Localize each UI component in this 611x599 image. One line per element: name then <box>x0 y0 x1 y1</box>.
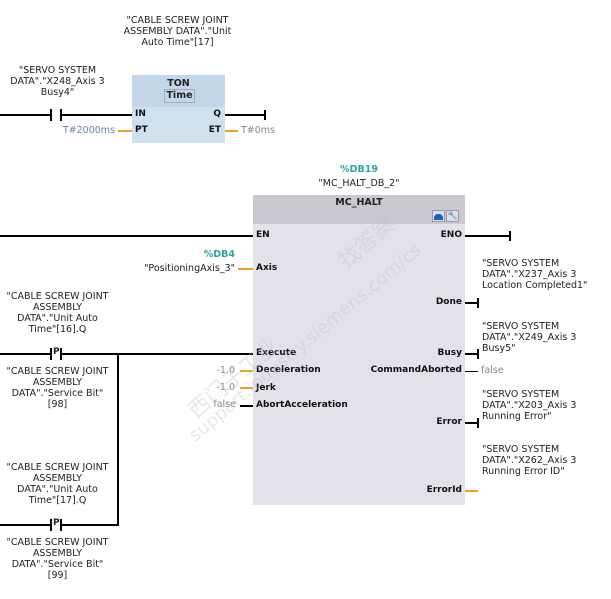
param-wire <box>240 387 253 389</box>
rung-wire <box>0 524 50 526</box>
edge-label: P <box>53 347 60 357</box>
param-wire <box>240 370 253 372</box>
ton-type-selector[interactable]: Time <box>164 89 195 103</box>
pin-axis: Axis <box>256 263 278 273</box>
no-contact[interactable] <box>50 109 62 121</box>
rung-wire <box>0 114 50 116</box>
abort-acceleration-value[interactable]: false <box>213 399 236 410</box>
execute-wire <box>62 353 253 355</box>
wire-end <box>509 231 511 241</box>
contact-tag-label: "SERVO SYSTEM DATA"."X248_Axis 3 Busy4" <box>10 65 105 98</box>
ton-header <box>132 75 225 107</box>
edge-label: P <box>53 518 60 528</box>
contact2-edge-bit: "CABLE SCREW JOINT ASSEMBLY DATA"."Servi… <box>6 537 109 581</box>
pin-execute: Execute <box>256 348 297 358</box>
branch-wire <box>117 353 119 526</box>
error-wire <box>465 422 478 424</box>
ton-title: TON <box>167 78 190 89</box>
pin-in: IN <box>135 109 146 119</box>
command-aborted-value[interactable]: false <box>481 365 504 376</box>
q-output-wire <box>225 114 265 116</box>
deceleration-value[interactable]: -1.0 <box>216 365 235 376</box>
pin-error: Error <box>436 417 462 427</box>
pin-et: ET <box>208 125 221 135</box>
wire-end <box>477 418 479 428</box>
block-header <box>253 195 465 224</box>
diagnostics-icon[interactable] <box>432 210 445 222</box>
busy-tag[interactable]: "SERVO SYSTEM DATA"."X249_Axis 3 Busy5" <box>482 321 577 354</box>
timer-instance-label: "CABLE SCREW JOINT ASSEMBLY DATA"."Unit … <box>123 15 232 48</box>
db-address: %DB19 <box>340 164 378 175</box>
et-value[interactable]: T#0ms <box>241 125 276 136</box>
done-tag[interactable]: "SERVO SYSTEM DATA"."X237_Axis 3 Locatio… <box>482 258 588 291</box>
block-title: MC_HALT <box>335 197 383 208</box>
command-aborted-wire <box>465 371 478 372</box>
error-tag[interactable]: "SERVO SYSTEM DATA"."X203_Axis 3 Running… <box>482 389 577 422</box>
axis-db-address: %DB4 <box>203 249 235 260</box>
contact1-tag: "CABLE SCREW JOINT ASSEMBLY DATA"."Unit … <box>6 291 109 335</box>
pin-error-id: ErrorId <box>426 485 462 495</box>
wire-end <box>477 298 479 308</box>
rung-wire <box>62 524 119 526</box>
en-wire <box>0 235 253 237</box>
db-name[interactable]: "MC_HALT_DB_2" <box>318 178 400 189</box>
wire-end <box>264 110 266 120</box>
axis-tag[interactable]: "PositioningAxis_3" <box>144 263 235 274</box>
pin-eno: ENO <box>440 230 462 240</box>
pin-done: Done <box>435 297 462 307</box>
pin-jerk: Jerk <box>256 383 276 393</box>
pt-value[interactable]: T#2000ms <box>62 125 115 136</box>
eno-wire <box>465 235 510 237</box>
commissioning-icon[interactable]: 🔧 <box>446 210 459 222</box>
p-contact-1[interactable]: P <box>50 347 62 360</box>
pin-command-aborted: CommandAborted <box>370 365 462 375</box>
param-wire <box>118 130 132 132</box>
mc-halt-block[interactable]: MC_HALT 🔧 EN Axis Execute Deceleration J… <box>253 195 465 505</box>
pin-pt: PT <box>135 125 148 135</box>
wire-end <box>477 349 479 359</box>
pin-deceleration: Deceleration <box>256 365 321 375</box>
rung-wire <box>0 353 50 355</box>
p-contact-2[interactable]: P <box>50 518 62 531</box>
contact2-tag: "CABLE SCREW JOINT ASSEMBLY DATA"."Unit … <box>6 462 109 506</box>
jerk-value[interactable]: -1.0 <box>216 382 235 393</box>
pin-en: EN <box>256 230 270 240</box>
error-id-wire <box>465 490 478 492</box>
param-wire <box>238 268 253 270</box>
busy-wire <box>465 353 478 355</box>
contact1-edge-bit: "CABLE SCREW JOINT ASSEMBLY DATA"."Servi… <box>6 366 109 410</box>
ton-block[interactable]: TON Time IN PT Q ET <box>132 75 225 143</box>
param-wire <box>225 130 238 132</box>
error-id-tag[interactable]: "SERVO SYSTEM DATA"."X262_Axis 3 Running… <box>482 444 577 477</box>
pin-busy: Busy <box>437 348 463 358</box>
param-wire <box>240 405 253 407</box>
done-wire <box>465 302 478 304</box>
rung-wire <box>62 114 132 116</box>
pin-abort-acceleration: AbortAcceleration <box>256 400 348 410</box>
pin-q: Q <box>213 109 221 119</box>
